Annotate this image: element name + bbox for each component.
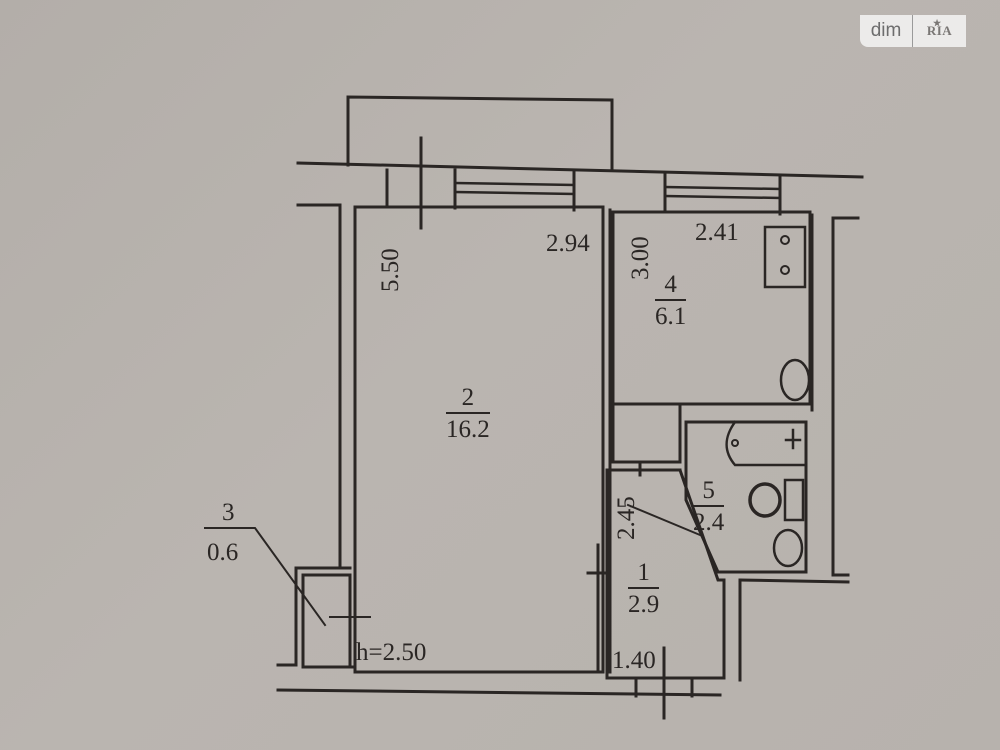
- sink-icon: [779, 358, 811, 402]
- bathtub-icon: [725, 420, 808, 467]
- room-1-outline: [605, 468, 726, 680]
- room-2-number: 2: [446, 385, 490, 414]
- watermark-ria-text: RIA: [926, 23, 953, 38]
- room-3-number: 3: [222, 499, 235, 526]
- room-5-area: 2.4: [693, 509, 725, 536]
- watermark-dim-text: dim: [860, 15, 913, 47]
- room-1-width-dim: 1.40: [612, 647, 656, 674]
- room-5-number: 5: [693, 478, 725, 507]
- room-2-label: 2 16.2: [446, 385, 490, 442]
- room-1-number: 1: [628, 560, 660, 589]
- room-4-length-dim: 3.00: [627, 236, 654, 280]
- star-icon: ★: [933, 18, 942, 28]
- toilet-icon: [748, 482, 782, 518]
- ceiling-height: h=2.50: [356, 639, 427, 666]
- room-4-width-dim: 2.41: [695, 219, 739, 246]
- room-5-label: 5 2.4: [693, 478, 725, 536]
- room-4-label: 4 6.1: [655, 272, 687, 330]
- bath-sink-icon: [772, 528, 804, 568]
- dimria-watermark: dim ★ RIA: [860, 15, 966, 47]
- room-1-label: 1 2.9: [628, 560, 660, 618]
- balcony-outline: [346, 95, 614, 172]
- room-3-outline: [294, 566, 352, 667]
- room-2-length-dim: 5.50: [377, 248, 404, 292]
- room-1-area: 2.9: [628, 591, 660, 618]
- room-4-number: 4: [655, 272, 687, 301]
- room-4-outline: [611, 210, 812, 406]
- room-3-area: 0.6: [207, 539, 239, 566]
- room-2-area: 16.2: [446, 416, 490, 443]
- watermark-ria-logo: ★ RIA: [913, 15, 966, 47]
- room-4-area: 6.1: [655, 303, 687, 330]
- room-2-width-dim: 2.94: [546, 230, 590, 257]
- room-3-leader: [204, 527, 327, 627]
- stove-icon: [763, 225, 807, 289]
- room-1-length-dim: 2.45: [613, 496, 640, 540]
